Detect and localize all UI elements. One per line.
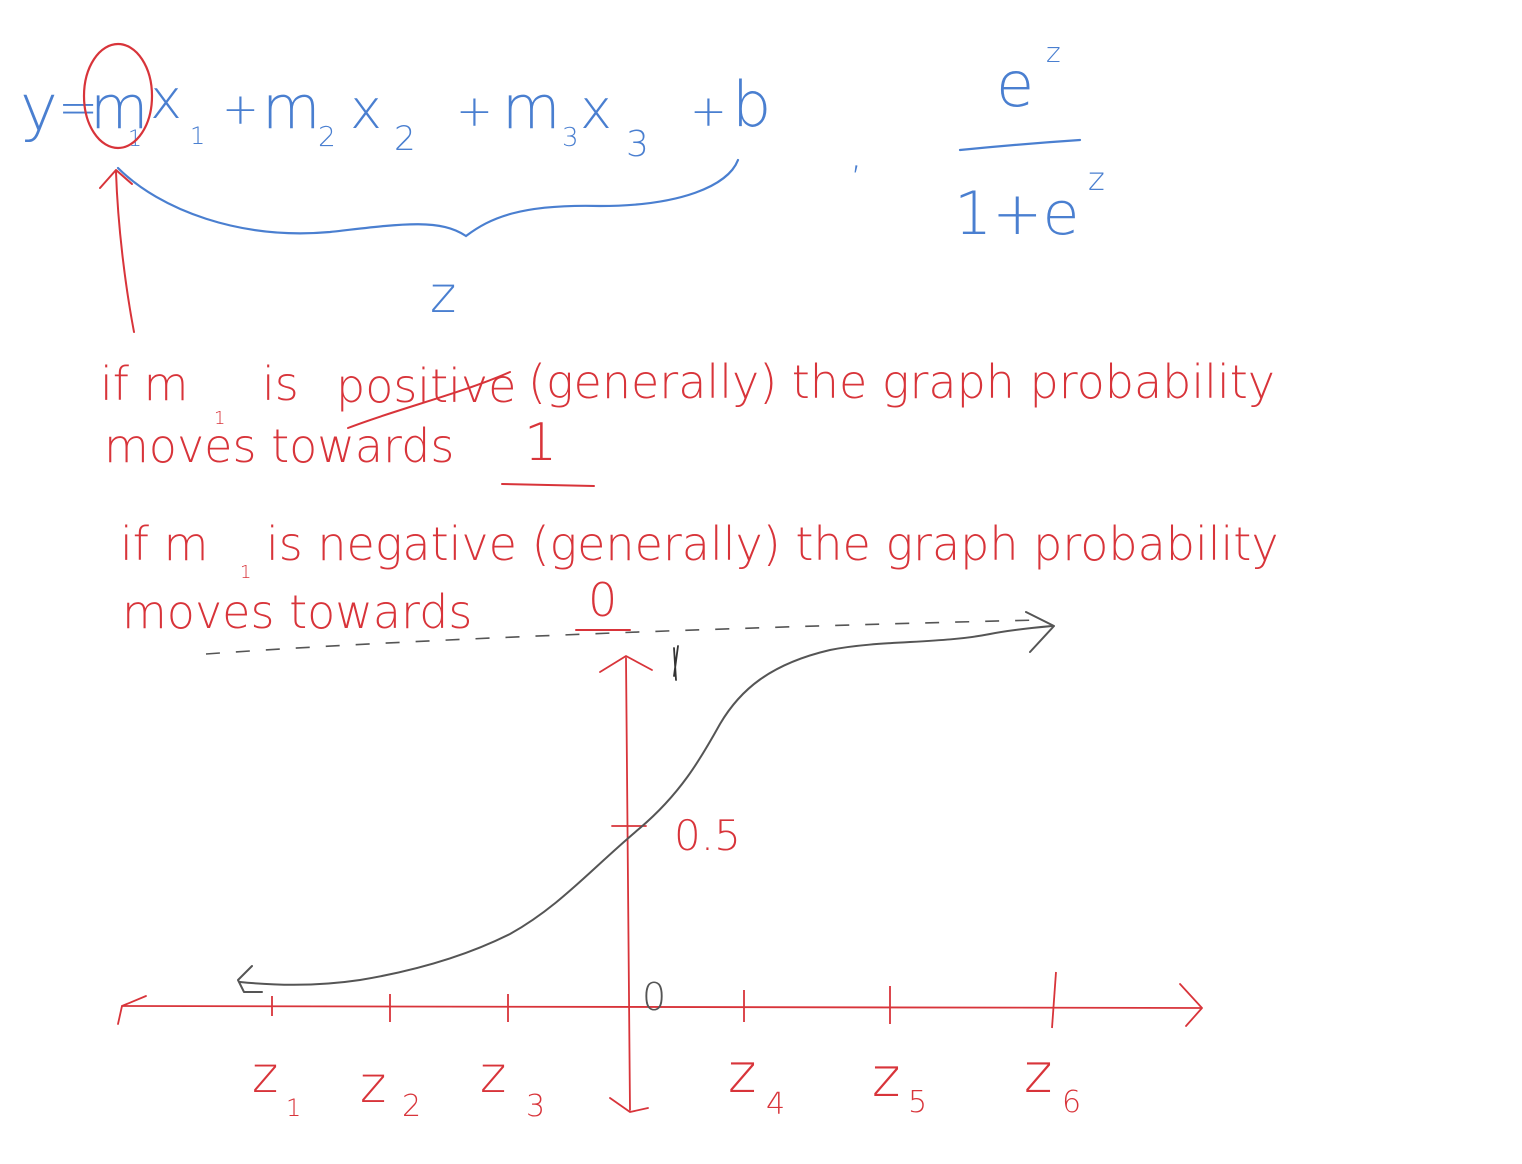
x-label-z6: z — [1024, 1042, 1052, 1105]
equation-m3: m — [502, 73, 560, 143]
x-label-z6-sub: 6 — [1062, 1085, 1081, 1120]
note-negative-rest: is negative (generally) the graph probab… — [266, 517, 1279, 571]
x-label-z2: z — [360, 1056, 386, 1114]
z-label: z — [430, 266, 456, 324]
equation-comma: , — [850, 132, 863, 178]
numerator-e: e — [996, 48, 1034, 121]
equation-m2-subscript: 2 — [318, 120, 336, 153]
arrow-head — [99, 169, 133, 189]
equation-x1: x — [150, 68, 182, 131]
upper-asymptote-dashed — [205, 619, 1041, 655]
sigmoid-curve — [239, 625, 1053, 986]
x-label-z5-sub: 5 — [908, 1085, 927, 1120]
equation-b: b — [732, 68, 771, 141]
x-label-z2-sub: 2 — [402, 1089, 421, 1124]
note-positive-keyword: positive — [336, 359, 516, 413]
equation-m3-subscript: 3 — [562, 123, 579, 153]
arrow-shaft — [115, 171, 135, 333]
equation-m1: m — [90, 73, 148, 143]
note-positive: if m 1 is positive (generally) the graph… — [100, 355, 1275, 487]
sigmoid-graph: 0.5 0 z 1 z 2 z 3 z 4 z 5 z 6 — [117, 611, 1203, 1124]
y-axis — [625, 657, 631, 1111]
equation-m2: m — [262, 73, 320, 143]
note-positive-rest: (generally) the graph probability — [528, 355, 1275, 409]
target-one-underline — [501, 483, 595, 487]
note-positive-target: 1 — [524, 413, 557, 473]
x-label-z5: z — [872, 1046, 900, 1109]
note-positive-line2: moves towards — [104, 419, 454, 473]
equation-m1-subscript: 1 — [128, 127, 142, 152]
denominator-exponent: z — [1088, 160, 1105, 198]
note-negative-target: 0 — [588, 573, 617, 627]
x-axis-right-arrow — [1179, 983, 1203, 1027]
y-axis-top-arrow — [599, 655, 653, 673]
denominator: 1+e — [954, 179, 1079, 249]
curve-top-mark — [673, 645, 679, 681]
positive-underline — [347, 371, 511, 429]
x-axis — [121, 1005, 1201, 1009]
y-axis-bottom-arrow — [609, 1097, 649, 1113]
x-label-z1-sub: 1 — [286, 1094, 301, 1122]
m1-highlight — [82, 42, 154, 333]
x-label-z1: z — [252, 1046, 278, 1104]
x-tick-z6 — [1051, 971, 1057, 1029]
numerator-exponent: z — [1046, 36, 1061, 69]
mid-label: 0.5 — [674, 811, 741, 860]
equation-plus-3: + — [690, 86, 727, 137]
x-label-z4: z — [728, 1042, 756, 1105]
x-label-z3-sub: 3 — [526, 1089, 545, 1124]
note-positive-if-m: if m — [100, 357, 188, 411]
equation-x2: x — [350, 78, 382, 141]
equation-plus-1: + — [222, 84, 259, 135]
x-axis-left-arrow — [117, 995, 147, 1025]
equation-y: y — [20, 72, 58, 146]
curve-left-arrow — [237, 965, 263, 993]
sum-brace — [116, 158, 740, 238]
linear-equation: y = m 1 x 1 + m 2 x 2 + m 3 x 3 + b , z — [20, 68, 863, 324]
m1-circle — [82, 42, 154, 150]
equation-x3-subscript: 3 — [626, 124, 649, 165]
equation-x3: x — [580, 78, 612, 141]
equation-plus-2: + — [456, 86, 493, 137]
note-negative: if m 1 is negative (generally) the graph… — [120, 517, 1279, 639]
note-negative-if-m: if m — [120, 517, 208, 571]
curve-right-arrow — [1025, 611, 1055, 653]
equation-x1-subscript: 1 — [190, 122, 205, 150]
note-positive-is: is — [262, 357, 299, 411]
equation-x2-subscript: 2 — [394, 119, 416, 159]
note-negative-subscript: 1 — [240, 562, 251, 583]
fraction-bar — [958, 138, 1082, 152]
x-label-z4-sub: 4 — [766, 1087, 785, 1122]
origin-label: 0 — [642, 975, 666, 1019]
sigmoid-formula: e z 1+e z — [954, 36, 1105, 249]
note-negative-line2: moves towards — [122, 585, 472, 639]
note-positive-subscript: 1 — [214, 408, 225, 429]
x-label-z3: z — [480, 1046, 506, 1104]
